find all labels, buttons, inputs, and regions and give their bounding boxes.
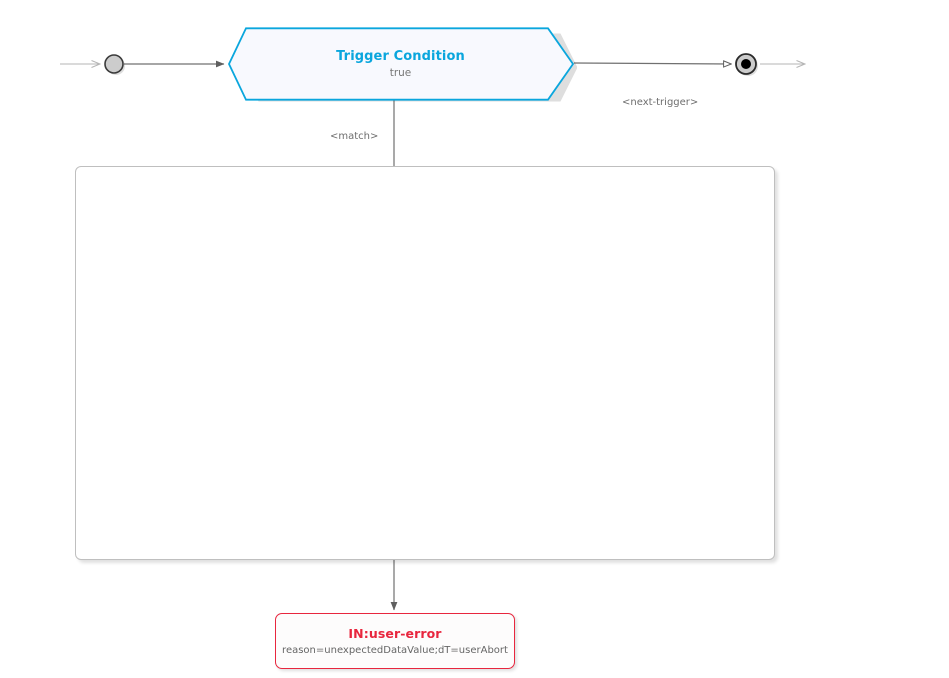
match-edge-label: <match> (330, 131, 379, 142)
hexagon-shape (228, 27, 577, 102)
start-node[interactable] (104, 54, 125, 75)
trigger-to-end-edge (573, 63, 731, 64)
user-error-title: IN:user-error (348, 625, 442, 641)
next-trigger-edge-label: <next-trigger> (622, 97, 699, 108)
user-error-node[interactable]: IN:user-error reason=unexpectedDataValue… (275, 613, 515, 669)
user-error-subtitle: reason=unexpectedDataValue;dT=userAbort (282, 644, 508, 656)
trigger-condition-node[interactable]: Trigger Condition true (228, 27, 577, 102)
composite-region (75, 166, 775, 560)
end-node[interactable] (735, 53, 758, 76)
